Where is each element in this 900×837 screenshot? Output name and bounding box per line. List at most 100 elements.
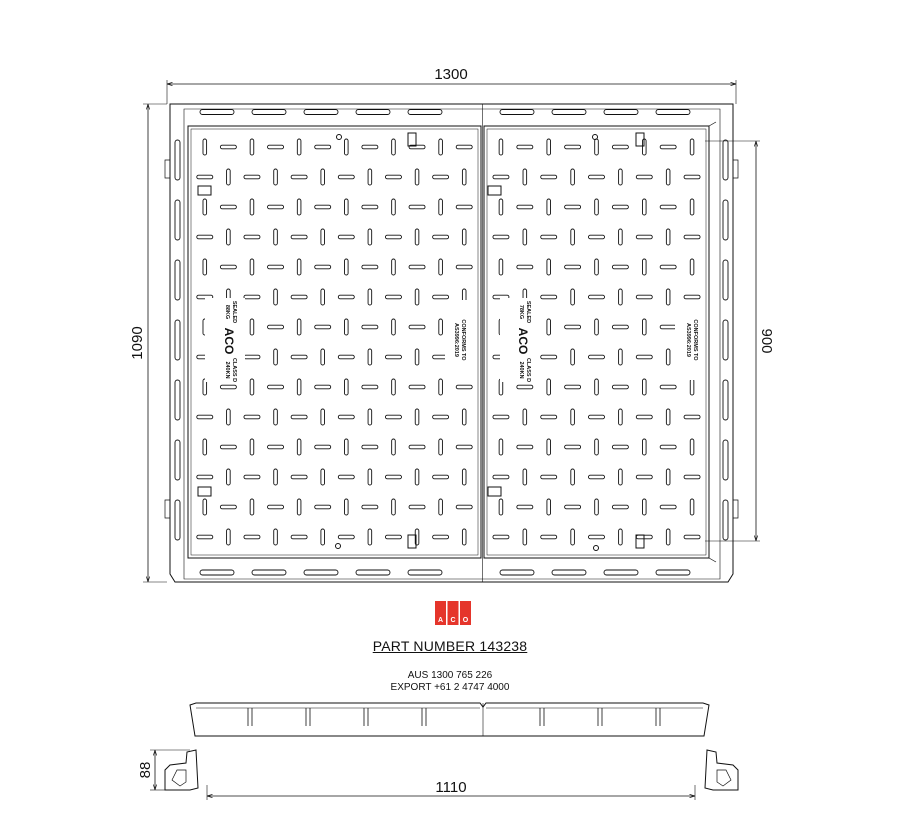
contact-export: EXPORT +61 2 4747 4000 <box>390 682 510 693</box>
tread-bar-vertical <box>618 468 623 486</box>
tread-bar-vertical <box>344 498 349 516</box>
tread-bar-vertical <box>546 378 551 396</box>
tread-bar-vertical <box>226 408 231 426</box>
tread-bar-horizontal <box>492 474 510 480</box>
tread-bar-horizontal <box>361 504 379 510</box>
left-sealed-text: SEALED <box>231 301 237 323</box>
tread-bar-horizontal <box>219 444 237 450</box>
tread-bar-vertical <box>249 318 255 336</box>
tread-bar-horizontal <box>314 444 332 450</box>
tread-bar-horizontal <box>361 204 379 210</box>
tread-bar-vertical <box>570 228 575 246</box>
left-conforms-text: CONFORMS TO <box>460 319 466 361</box>
tread-bar-vertical <box>618 288 623 306</box>
tread-bar-horizontal <box>588 174 605 180</box>
tread-bar-vertical <box>344 138 349 156</box>
tread-bar-horizontal <box>290 294 308 300</box>
tread-bar-vertical <box>594 258 599 276</box>
tread-bar-horizontal <box>408 204 426 210</box>
tread-bar-vertical <box>391 378 396 396</box>
tread-bar-horizontal <box>361 324 379 330</box>
tread-bar-horizontal <box>564 204 582 210</box>
tread-bar-vertical <box>391 498 396 516</box>
frame-slot-right <box>722 259 729 301</box>
section-ribs <box>247 708 661 726</box>
frame-slot-left <box>174 379 181 421</box>
cover-right <box>483 121 717 563</box>
section-rib <box>597 708 603 726</box>
tread-bar-vertical <box>642 198 647 216</box>
tread-bar-vertical <box>320 528 325 546</box>
tread-bar-horizontal <box>243 414 261 420</box>
tread-bar-horizontal <box>314 324 332 330</box>
tread-bar-vertical <box>522 468 528 486</box>
tread-bar-horizontal <box>385 534 402 540</box>
tread-bar-horizontal <box>588 414 605 420</box>
tread-bar-vertical <box>642 498 647 516</box>
tread-bar-vertical <box>273 168 278 186</box>
cover-right-markings: CONFORMS TO AS3996:2019 SEALED 78KG ACO … <box>500 298 705 382</box>
tread-bar-vertical <box>344 378 349 396</box>
tread-bar-horizontal <box>540 294 558 300</box>
aco-logo-block-2 <box>447 601 459 625</box>
tread-bar-vertical <box>414 168 420 186</box>
section-depth-dimension: 88 <box>137 749 190 791</box>
tread-bar-vertical <box>665 288 671 306</box>
frame-slot-top <box>655 109 691 115</box>
tread-bar-horizontal <box>196 414 214 420</box>
tread-bar-horizontal <box>267 504 284 510</box>
tread-bar-horizontal <box>540 354 558 360</box>
tread-bar-horizontal <box>408 504 426 510</box>
section-rib <box>421 708 427 726</box>
tread-bar-horizontal <box>659 324 677 330</box>
tread-bar-horizontal <box>219 384 237 390</box>
tread-bar-vertical <box>273 348 278 366</box>
tread-bar-vertical <box>618 348 623 366</box>
frame-slot-top <box>355 109 391 115</box>
tread-bar-vertical <box>296 498 302 516</box>
tread-bar-vertical <box>367 348 373 366</box>
tread-bar-horizontal <box>196 534 214 540</box>
tread-bar-vertical <box>414 228 420 246</box>
tread-bar-horizontal <box>516 204 534 210</box>
tread-bar-horizontal <box>683 474 701 480</box>
contact-aus: AUS 1300 765 226 <box>407 670 493 681</box>
right-standard-text: AS3996:2019 <box>685 323 691 357</box>
aco-logo-block-1 <box>435 601 446 625</box>
tread-bar-vertical <box>665 528 671 546</box>
left-load-text: 240KN <box>224 361 230 378</box>
tread-bar-vertical <box>296 198 302 216</box>
right-sealed-text: SEALED <box>525 301 531 323</box>
tread-bar-vertical <box>546 318 551 336</box>
tread-bar-horizontal <box>408 384 426 390</box>
frame-slot-left <box>174 319 181 361</box>
tread-bar-vertical <box>320 168 325 186</box>
frame-slot-top <box>603 109 639 115</box>
tread-bar-vertical <box>249 378 255 396</box>
tread-bar-vertical <box>689 258 695 276</box>
tread-bar-horizontal <box>408 144 426 150</box>
tread-bar-horizontal <box>267 384 284 390</box>
tread-bar-horizontal <box>564 384 582 390</box>
tread-bar-horizontal <box>408 324 426 330</box>
tread-bar-horizontal <box>564 264 582 270</box>
tread-bar-vertical <box>665 168 671 186</box>
section-rib <box>655 708 661 726</box>
tread-bar-horizontal <box>455 144 473 150</box>
tread-bar-vertical <box>202 258 208 276</box>
tread-bar-vertical <box>226 168 231 186</box>
tread-bar-vertical <box>202 198 208 216</box>
tread-bar-vertical <box>273 288 278 306</box>
tread-bar-vertical <box>367 168 373 186</box>
tread-bar-horizontal <box>385 474 402 480</box>
tread-bar-vertical <box>570 168 575 186</box>
tread-bar-vertical <box>461 408 467 426</box>
tread-bar-vertical <box>618 528 623 546</box>
tread-bar-vertical <box>594 378 599 396</box>
tread-bar-horizontal <box>659 144 677 150</box>
frame-slot-bottom <box>655 569 691 576</box>
frame-slot-left <box>174 499 181 541</box>
tread-bar-horizontal <box>385 234 402 240</box>
tread-bar-horizontal <box>492 234 510 240</box>
tread-bar-horizontal <box>611 444 629 450</box>
